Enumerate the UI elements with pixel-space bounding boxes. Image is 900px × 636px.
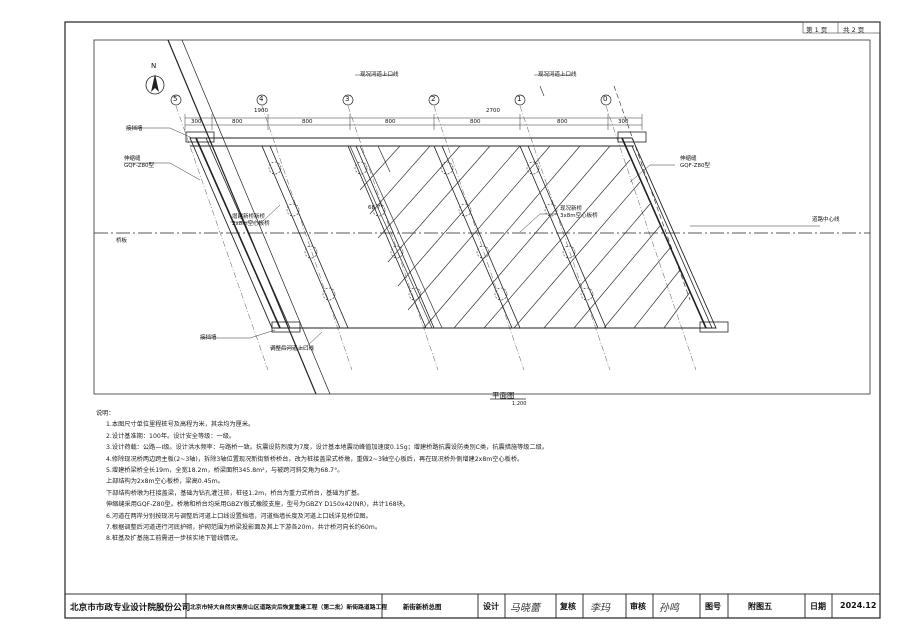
title-block <box>64 593 881 619</box>
label-old-bridge: 现况新桥 <box>560 206 583 212</box>
drawing-no-label: 图号 <box>705 602 721 611</box>
pile-circles <box>268 161 594 301</box>
axis-lines <box>175 105 697 371</box>
label-expansion-right-spec: GQF-Z80型 <box>680 163 711 169</box>
label-new-bridge-spec: 2x8m空心板桥 <box>232 221 270 227</box>
axis-label-2: 2 <box>431 95 436 103</box>
river-edge-lines <box>167 39 691 395</box>
note-line: 伸缩缝采用GQF-Z80型。桥墩和桥台均采用GBZY板式橡胶支座，型号为GBZY… <box>106 501 409 509</box>
check-label: 复核 <box>560 602 576 611</box>
label-adjusted-river: 调整后河道上口线 <box>270 346 315 352</box>
review-signature: 孙鸣 <box>659 603 679 614</box>
design-notes: 说明： 1.本图尺寸单位里程桩号及高程为米，其余均为厘米。 2.设计基准期：10… <box>96 408 816 545</box>
bridge-deck <box>189 137 717 329</box>
design-label: 设计 <box>483 602 499 611</box>
label-retain-wall-bottom: 接挡墙 <box>200 335 217 341</box>
north-label: N <box>151 62 157 70</box>
note-line: 6.河道在两岸分别按现况与调整后河道上口线设置挡墙，河道挡墙长度及河道上口线详见… <box>106 512 372 520</box>
project-name: 北京市特大自然灾害房山区道路灾后恢复重建工程（第二批）新街路道路工程 <box>190 605 388 611</box>
dim-300-right: 300 <box>618 119 629 125</box>
label-expansion-left: 伸缩缝 <box>124 156 141 162</box>
axis-label-1: 1 <box>517 95 522 103</box>
axis-label-4: 4 <box>259 95 264 103</box>
dim-800-e: 800 <box>557 119 568 125</box>
note-line: 5.增建桥梁桥全长19m，全宽18.2m，桥梁面积345.8m²，与被跨河斜交角… <box>106 467 344 475</box>
dim-800-d: 800 <box>470 119 481 125</box>
note-line: 8.桩基及扩基施工前需进一步核实地下管线情况。 <box>106 535 242 543</box>
label-expansion-left-spec: GQF-Z80型 <box>124 163 155 169</box>
label-expansion-right: 伸缩缝 <box>680 156 697 162</box>
review-label: 审核 <box>630 602 646 611</box>
label-road-centerline: 道路中心线 <box>812 217 840 223</box>
axis-label-3: 3 <box>345 95 350 103</box>
note-line: 1.本图尺寸单位里程桩号及高程为米，其余均为厘米。 <box>106 421 255 429</box>
north-arrow-icon <box>145 74 165 95</box>
note-line: 2.设计基准期：100年。设计安全等级：一级。 <box>106 432 236 440</box>
label-skew-angle: 68.7° <box>368 205 383 211</box>
axis-label-0: 0 <box>603 95 608 103</box>
label-river-line-b: 现况河道上口线 <box>538 72 577 78</box>
date-value: 2024.12 <box>840 601 877 610</box>
axis-label-5: 5 <box>173 95 178 103</box>
note-line: 下部结构桥墩为柱接盖梁，基础为钻孔灌注桩，桩径1.2m，桥台为重力式桥台，基础为… <box>106 489 364 497</box>
date-label: 日期 <box>810 602 826 611</box>
dim-300-left: 300 <box>191 119 202 125</box>
abutments <box>185 131 729 333</box>
pier-caps <box>261 145 607 329</box>
plan-scale: 1:200 <box>512 401 527 407</box>
note-line: 4.修除现况桥两边跨主板(2~3轴)，拆除3轴位置现况新街新桥桥台，改为桩接盖梁… <box>106 455 524 463</box>
label-old-bridge-spec: 3x8m空心板桥 <box>560 213 598 219</box>
existing-bridge-hatch <box>349 145 691 329</box>
drawing-name: 新街新桥总图 <box>403 603 442 611</box>
page-current: 第 1 页 <box>806 26 828 34</box>
drawing-no: 附图五 <box>748 602 772 611</box>
notes-heading: 说明： <box>96 410 115 417</box>
label-retain-wall-top: 接挡墙 <box>126 126 143 132</box>
plan-title: 平面图 <box>492 391 515 400</box>
label-grid-left: 桥板 <box>116 238 128 244</box>
design-signature: 马晓蕾 <box>510 603 540 614</box>
label-new-bridge: 增建新桥新桥 <box>232 214 266 220</box>
note-line: 3.设计荷载：公路—I级。设计洪水频率：与路桥一致。抗震设防烈度为7度，设计基本… <box>106 444 549 452</box>
page-total: 共 2 页 <box>843 26 865 34</box>
note-line: 7.根据调整后河道进行河底护砌，护砌范围为桥梁投影面及其上下游各20m，共计桥河… <box>106 524 382 532</box>
dim-total-right: 2700 <box>486 108 500 114</box>
check-signature: 李玛 <box>590 603 610 614</box>
note-line: 上部结构为2x8m空心板桥，梁高0.45m。 <box>106 478 224 486</box>
company-name: 北京市市政专业设计院股份公司 <box>70 603 191 613</box>
dim-800-a: 800 <box>232 119 243 125</box>
label-river-line-a: 现况河道上口线 <box>360 72 399 78</box>
page-indicator-box <box>802 21 881 34</box>
dim-total-left: 1900 <box>254 108 268 114</box>
axis-markers <box>170 94 612 106</box>
plan-frame <box>93 39 871 395</box>
dimension-chain <box>184 114 643 130</box>
dim-800-b: 800 <box>302 119 313 125</box>
leader-lines <box>124 74 820 349</box>
dim-800-c: 800 <box>385 119 396 125</box>
